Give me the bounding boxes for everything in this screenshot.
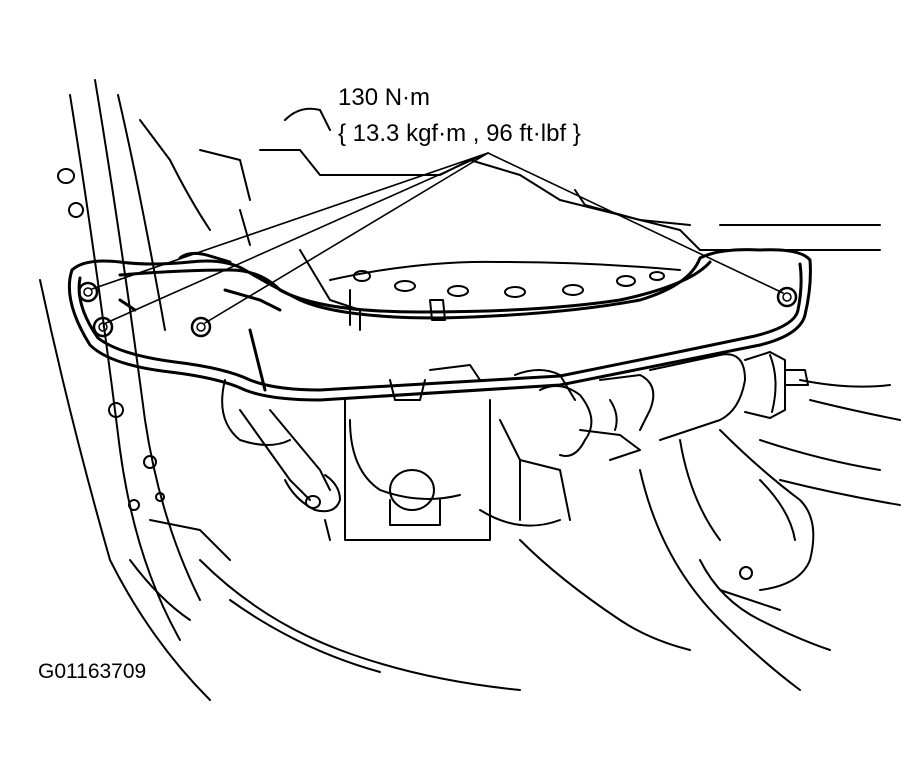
torque-value-conversions: { 13.3 kgf·m , 96 ft·lbf } <box>338 120 581 147</box>
bolt-2 <box>94 318 112 336</box>
right-side-structure <box>640 380 900 690</box>
bolt-3 <box>192 318 210 336</box>
bolt-4 <box>778 288 796 306</box>
bottom-structure <box>200 540 690 690</box>
torque-leader-lines <box>92 153 783 323</box>
bolt-group <box>79 283 796 336</box>
bolt-1 <box>79 283 97 301</box>
left-frame-rail <box>40 80 250 700</box>
lower-drivetrain <box>222 352 808 540</box>
figure-id: G01163709 <box>38 660 147 683</box>
torque-value-nm: 130 N·m <box>338 84 431 111</box>
crossmember <box>69 250 810 400</box>
